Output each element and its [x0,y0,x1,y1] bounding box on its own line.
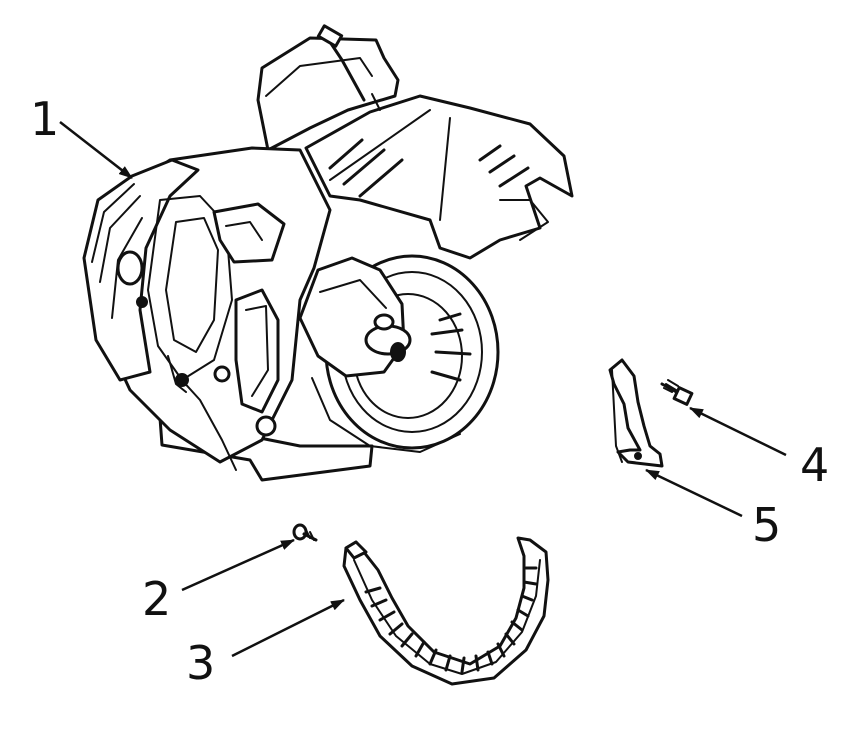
callout-4: 4 [800,438,830,492]
clamp-band-part [342,536,550,686]
leader-line-5 [645,468,743,518]
bolt-part [660,379,694,406]
leader-lines [59,121,787,658]
screw-part [292,523,318,542]
leader-line-1 [59,121,133,179]
callout-5: 5 [752,498,782,552]
leader-line-2 [181,538,295,592]
callout-3: 3 [186,636,216,690]
callout-2: 2 [142,572,172,626]
leader-line-4 [689,406,787,457]
callout-1: 1 [30,92,60,146]
engine-assembly [82,24,574,482]
bracket-part [608,358,664,468]
leader-line-3 [231,598,345,658]
